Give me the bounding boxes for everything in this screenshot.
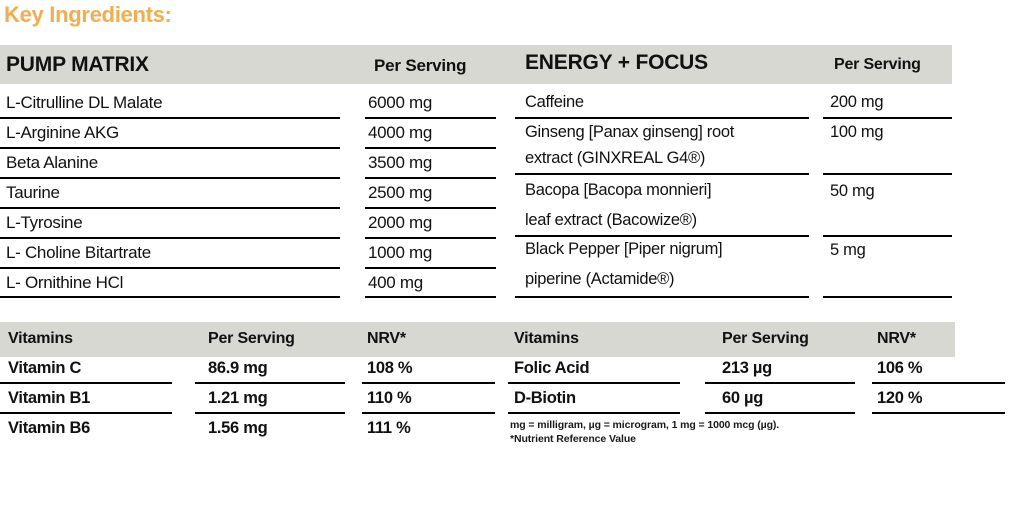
table-row: Beta Alanine <box>6 153 98 172</box>
row-separator <box>872 382 1005 384</box>
energy-focus-header-amount: Per Serving <box>834 56 921 73</box>
pump-matrix-header-amount: Per Serving <box>374 56 467 75</box>
row-separator <box>515 117 809 119</box>
table-row: leaf extract (Bacowize®) <box>525 211 697 229</box>
table-row: 108 % <box>367 359 413 377</box>
table-row: 60 µg <box>722 389 764 407</box>
table-row: 1000 mg <box>368 243 433 262</box>
table-bottom-rule <box>0 296 340 299</box>
table-row: Caffeine <box>525 93 584 111</box>
table-row: 100 mg <box>830 123 884 141</box>
row-separator <box>0 117 340 119</box>
row-separator <box>0 382 172 384</box>
table-row: 5 mg <box>830 241 866 259</box>
table-row: 1.21 mg <box>208 389 268 407</box>
row-separator <box>365 117 496 119</box>
table-row: 1.56 mg <box>208 419 268 437</box>
table-row: 111 % <box>367 419 411 437</box>
row-separator <box>0 412 172 414</box>
table-row: 106 % <box>877 359 923 377</box>
table-row: Vitamin C <box>8 359 82 377</box>
vitamins-left-header-nrv: NRV* <box>367 330 406 347</box>
table-row: 3500 mg <box>368 153 433 172</box>
table-row: piperine (Actamide®) <box>525 270 675 288</box>
row-separator <box>823 173 952 175</box>
vitamins-right-header-nrv: NRV* <box>877 330 916 347</box>
row-separator <box>365 207 496 209</box>
vitamins-right-header-amount: Per Serving <box>722 330 809 347</box>
table-row: D-Biotin <box>514 389 576 407</box>
row-separator <box>508 382 680 384</box>
row-separator <box>0 147 340 149</box>
table-row: Bacopa [Bacopa monnieri] <box>525 181 712 199</box>
table-row: Vitamin B6 <box>8 419 90 437</box>
table-row: Folic Acid <box>514 359 590 377</box>
table-row: 400 mg <box>368 273 423 292</box>
footnote: mg = milligram, µg = microgram, 1 mg = 1… <box>510 418 840 446</box>
row-separator <box>515 235 809 237</box>
table-bottom-rule <box>515 296 809 299</box>
footnote-line-1: mg = milligram, µg = microgram, 1 mg = 1… <box>510 419 780 431</box>
table-row: 4000 mg <box>368 123 433 142</box>
row-separator <box>195 382 345 384</box>
table-row: 213 µg <box>722 359 772 377</box>
row-separator <box>195 412 345 414</box>
table-row: 50 mg <box>830 182 875 200</box>
table-row: 6000 mg <box>368 93 433 112</box>
row-separator <box>0 177 340 179</box>
table-bottom-rule <box>823 296 952 299</box>
table-row: 200 mg <box>830 93 884 111</box>
row-separator <box>365 237 496 239</box>
table-row: L-Arginine AKG <box>6 123 119 142</box>
row-separator <box>705 412 855 414</box>
table-bottom-rule <box>365 296 496 299</box>
energy-focus-header-name: ENERGY + FOCUS <box>525 51 708 74</box>
vitamins-left-header-name: Vitamins <box>8 330 73 347</box>
row-separator <box>0 207 340 209</box>
table-row: 86.9 mg <box>208 359 268 377</box>
table-row: Vitamin B1 <box>8 389 90 407</box>
table-row: Taurine <box>6 183 60 202</box>
table-row: 120 % <box>877 389 923 407</box>
vitamins-right-header-name: Vitamins <box>514 330 579 347</box>
pump-matrix-header-name: PUMP MATRIX <box>6 53 149 76</box>
vitamins-left-header-amount: Per Serving <box>208 330 295 347</box>
row-separator <box>515 173 809 175</box>
row-separator <box>365 147 496 149</box>
row-separator <box>823 117 952 119</box>
row-separator <box>0 237 340 239</box>
top-header-band <box>0 45 952 84</box>
bottom-header-band <box>0 322 955 357</box>
table-row: L-Tyrosine <box>6 213 83 232</box>
row-separator <box>362 382 495 384</box>
row-separator <box>823 235 952 237</box>
row-separator <box>365 177 496 179</box>
table-row: 110 % <box>367 389 412 407</box>
table-row: extract (GINXREAL G4®) <box>525 149 706 167</box>
row-separator <box>872 412 1005 414</box>
table-row: L- Ornithine HCl <box>6 273 124 292</box>
table-row: 2000 mg <box>368 213 433 232</box>
table-row: L-Citrulline DL Malate <box>6 93 163 112</box>
row-separator <box>508 412 680 414</box>
page-title: Key Ingredients: <box>4 2 172 27</box>
row-separator <box>362 412 495 414</box>
footnote-line-2: *Nutrient Reference Value <box>510 433 636 446</box>
row-separator <box>0 267 340 269</box>
row-separator <box>365 267 496 269</box>
table-row: Black Pepper [Piper nigrum] <box>525 240 723 258</box>
row-separator <box>705 382 855 384</box>
table-row: 2500 mg <box>368 183 433 202</box>
table-row: Ginseng [Panax ginseng] root <box>525 123 734 141</box>
table-row: L- Choline Bitartrate <box>6 243 151 262</box>
